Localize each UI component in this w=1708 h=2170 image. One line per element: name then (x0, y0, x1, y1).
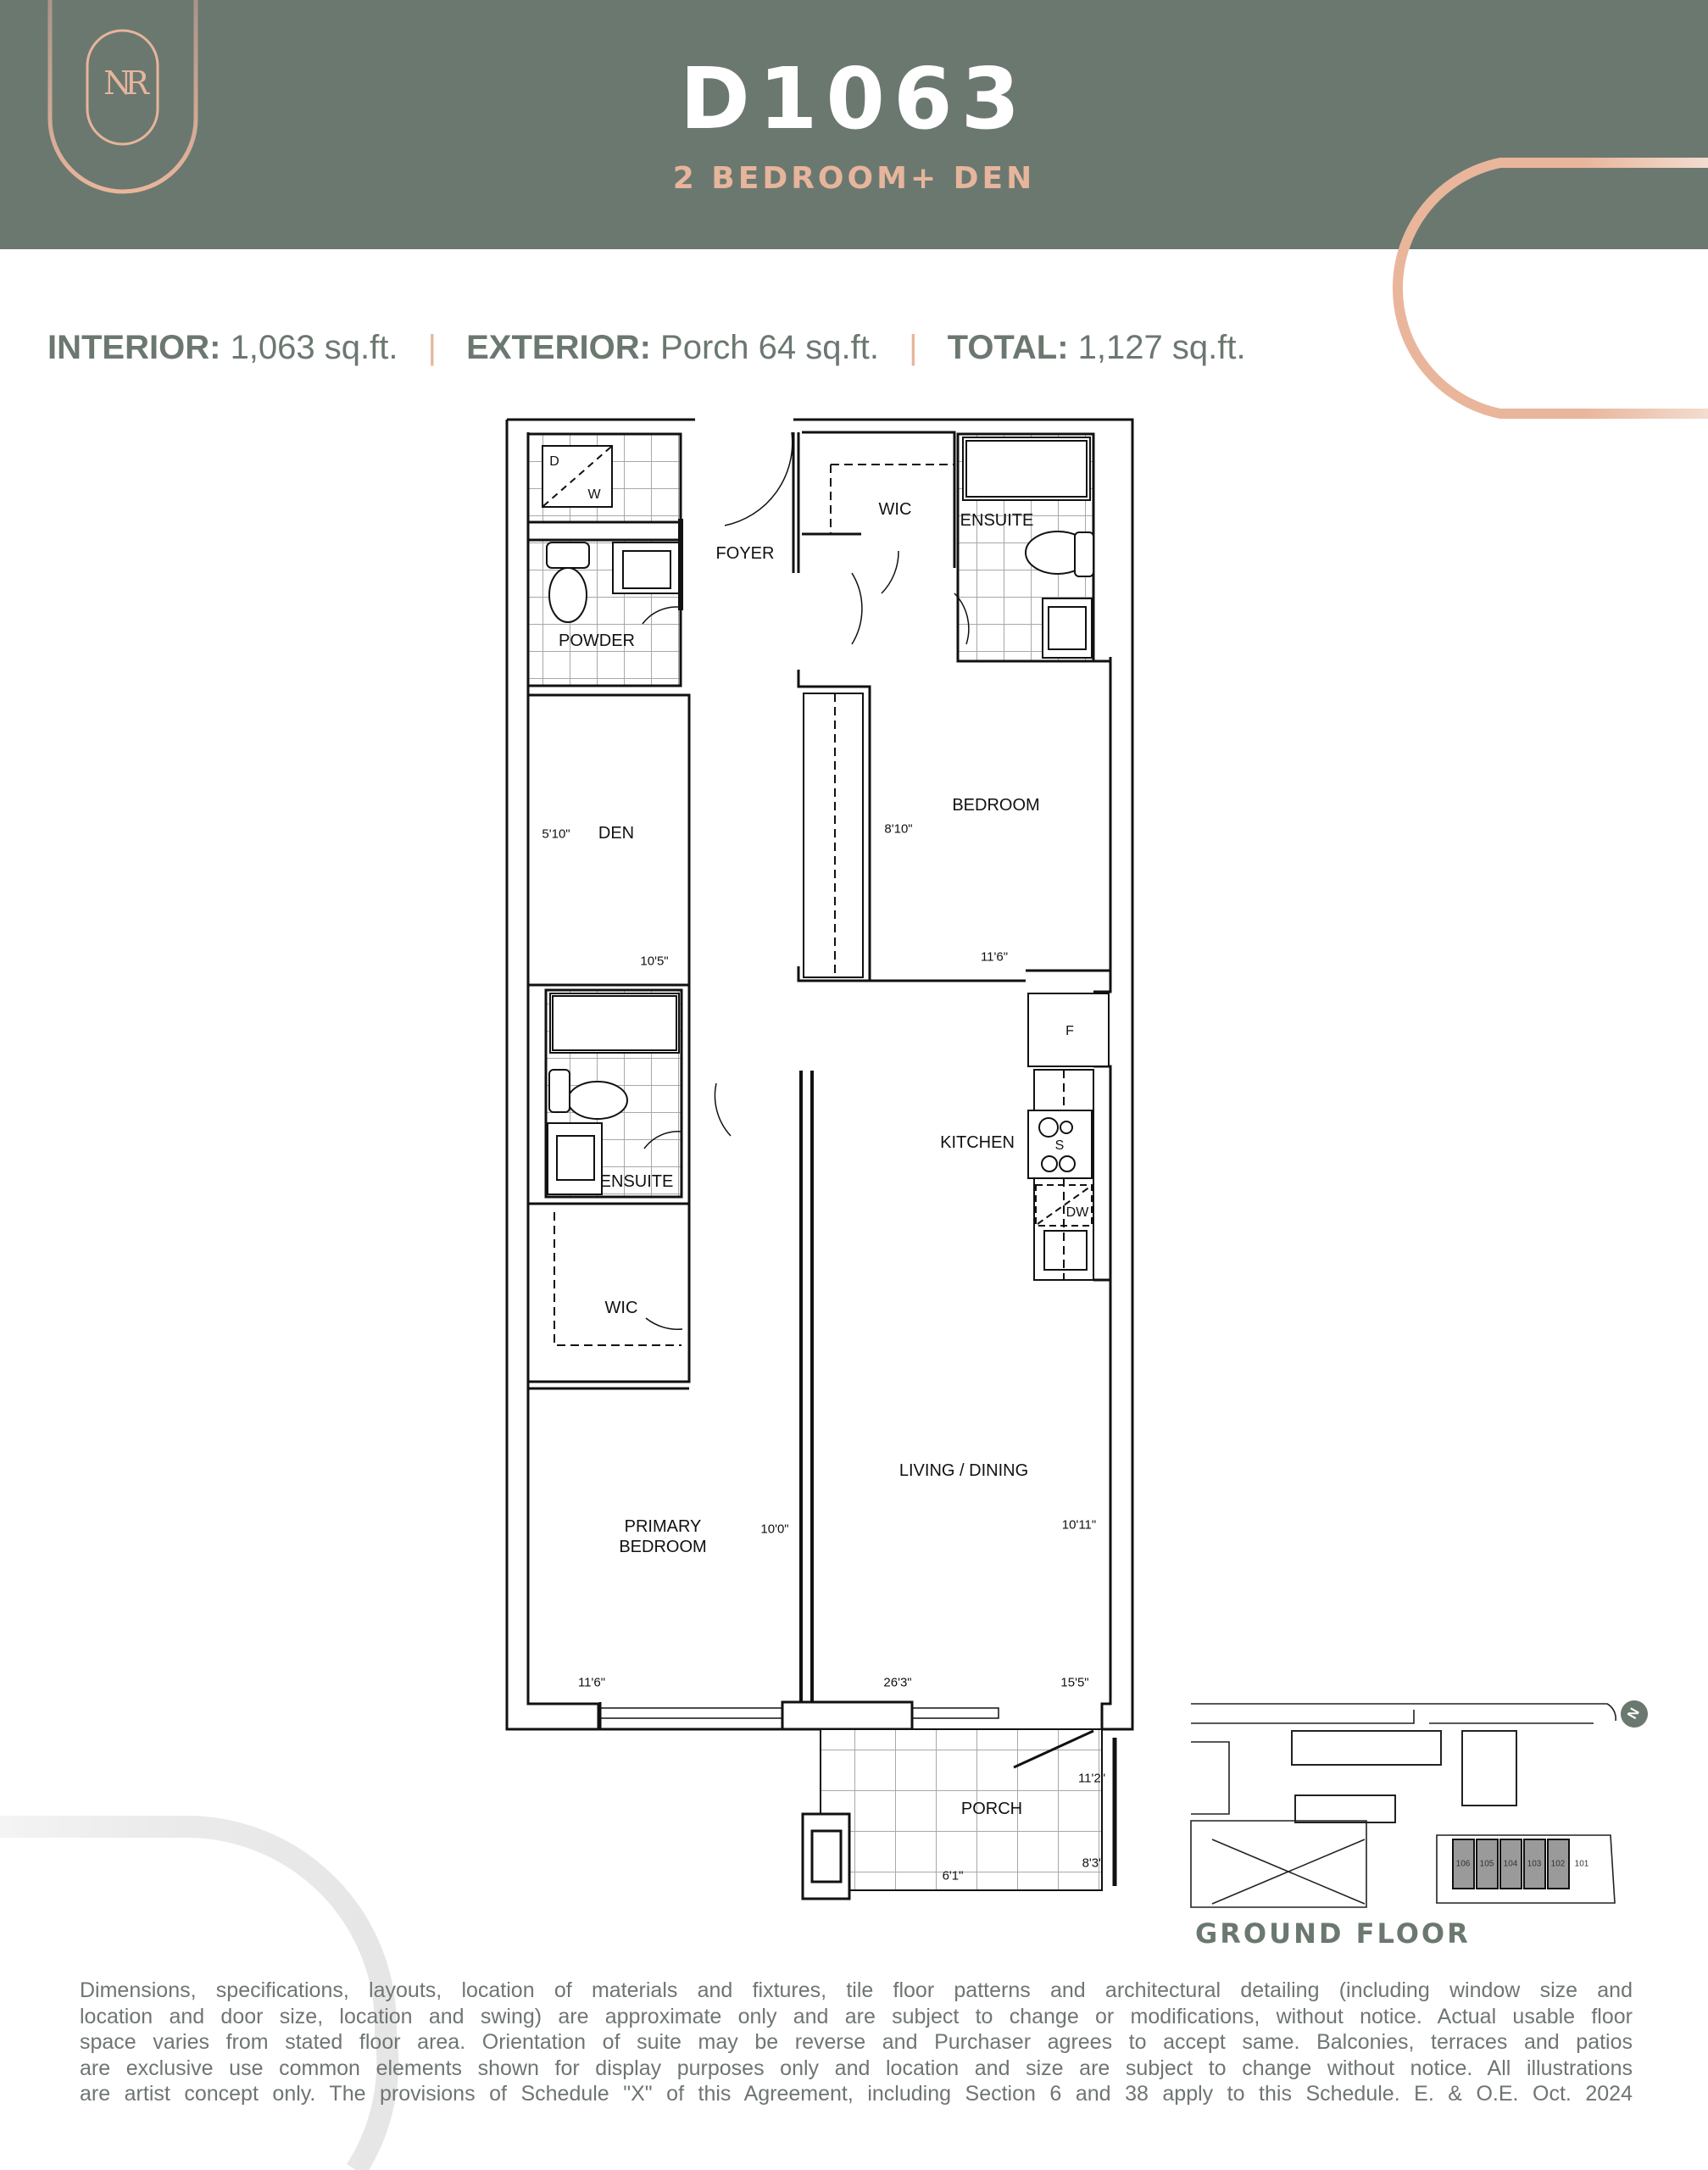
dim-primary-length: 11'6" (577, 1675, 606, 1690)
disclaimer-line: Dimensions, specifications, layouts, loc… (80, 1978, 1633, 2002)
washer-label: W (587, 487, 601, 502)
disclaimer-line: are exclusive use common elements shown … (80, 2056, 1633, 2080)
unit-type: 2 BEDROOM+ DEN (672, 161, 1036, 196)
dim-primary-width: 10'0" (760, 1522, 789, 1537)
dim-bedroom-length: 11'6" (980, 949, 1009, 965)
keyplan-highlight (1452, 1839, 1570, 1889)
room-label-ensuite: ENSUITE (599, 1172, 674, 1191)
keyplan-title: GROUND FLOOR (1195, 1917, 1471, 1950)
logo-monogram: NR (103, 64, 149, 102)
interior-value: 1,063 sq.ft. (230, 329, 398, 366)
disclaimer-line: are artist concept only. The provisions … (80, 2082, 1633, 2106)
exterior-value: Porch 64 sq.ft. (660, 329, 879, 366)
keyplan-unit: 106 (1455, 1859, 1471, 1869)
disclaimer-line: space varies from stated floor area. Ori… (80, 2030, 1633, 2054)
copper-arc (1393, 158, 1708, 419)
dim-living-width: 10'11" (1061, 1517, 1097, 1533)
area-summary: INTERIOR: 1,063 sq.ft. | EXTERIOR: Porch… (47, 329, 1246, 367)
exterior-label: EXTERIOR: (466, 329, 651, 366)
room-label-ensuite: ENSUITE (960, 511, 1034, 530)
dryer-label: D (549, 454, 559, 469)
dim-kitchen-length: 15'5" (1060, 1675, 1089, 1690)
keyplan-unit: 103 (1527, 1859, 1542, 1869)
dishwasher-label: DW (1065, 1205, 1089, 1220)
room-label-kitchen: KITCHEN (940, 1133, 1015, 1152)
dim-living-length: 26'3" (883, 1675, 912, 1690)
room-label-wic: WIC (604, 1299, 638, 1317)
disclaimer-line: location and door size, location and swi… (80, 2004, 1633, 2028)
room-label-den: DEN (598, 824, 635, 843)
room-label-foyer: FOYER (715, 544, 775, 563)
total-label: TOTAL: (947, 329, 1069, 366)
unit-name: D1063 (679, 49, 1029, 148)
keyplan-unit: 105 (1479, 1859, 1494, 1869)
keyplan-unit: 104 (1503, 1859, 1518, 1869)
dim-porch-width-1: 11'2" (1077, 1771, 1106, 1786)
room-label-primary-bedroom: BEDROOM (619, 1538, 707, 1556)
room-label-powder: POWDER (559, 632, 635, 650)
room-label-primary: PRIMARY (624, 1517, 702, 1536)
keyplan-unit: 102 (1550, 1859, 1566, 1869)
room-label-living-dining: LIVING / DINING (899, 1461, 1029, 1480)
dim-den-length: 10'5" (640, 954, 669, 969)
room-label-wic: WIC (878, 500, 912, 519)
separator: | (909, 329, 918, 366)
interior-label: INTERIOR: (47, 329, 221, 366)
dim-porch-length: 6'1" (942, 1868, 964, 1883)
disclaimer: Dimensions, specifications, layouts, loc… (80, 1978, 1633, 2107)
total-value: 1,127 sq.ft. (1077, 329, 1246, 366)
room-label-porch: PORCH (960, 1800, 1023, 1818)
separator: | (427, 329, 437, 366)
fridge-label: F (1065, 1024, 1074, 1038)
dim-den-width: 5'10" (542, 826, 570, 842)
grey-arc (0, 1816, 399, 2170)
dim-porch-width-2: 8'3" (1082, 1856, 1104, 1871)
logo-frame (47, 0, 198, 194)
stove-label: S (1054, 1138, 1065, 1153)
keyplan-unit: 101 (1574, 1859, 1589, 1869)
dim-bedroom-width: 8'10" (884, 821, 913, 837)
room-label-bedroom: BEDROOM (952, 796, 1040, 815)
logo-pill (86, 29, 159, 146)
